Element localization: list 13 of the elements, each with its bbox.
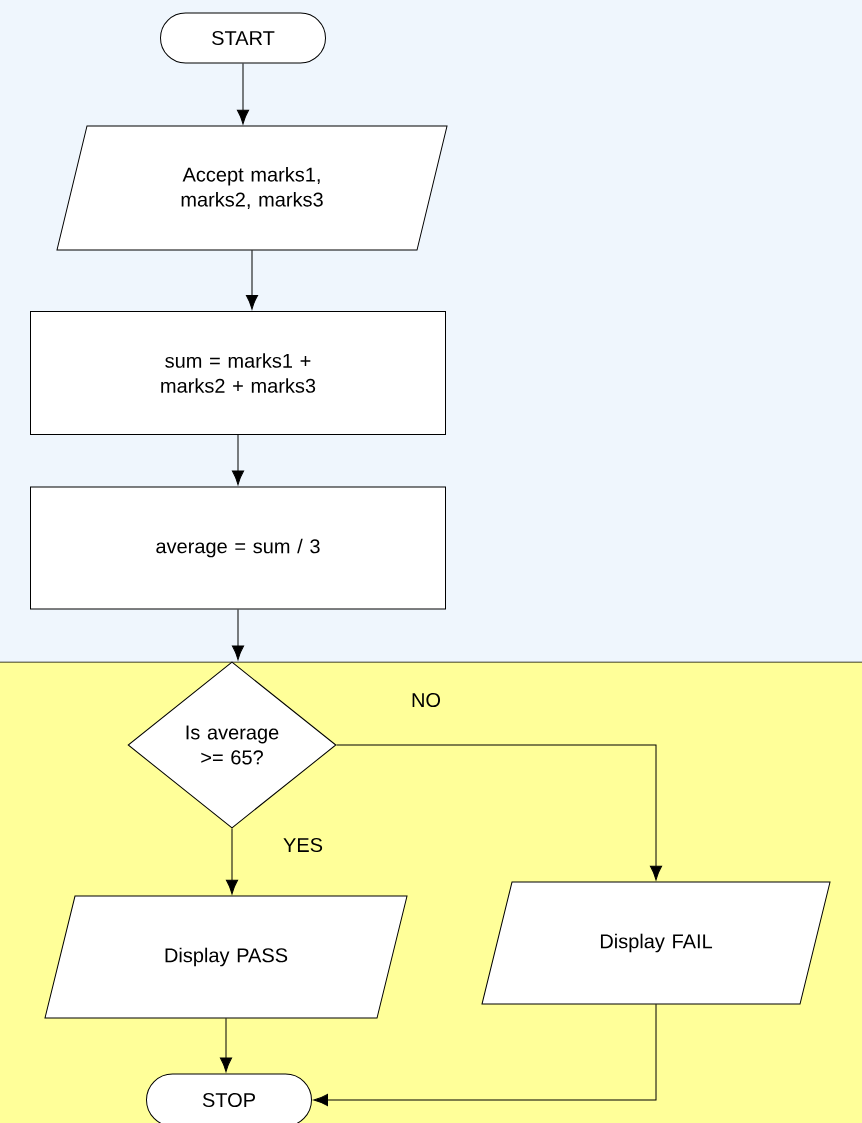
arrow [219,1017,233,1073]
process-box: sum = marks1 + marks2 + marks3 [30,311,446,435]
arrow [336,744,663,881]
arrow [236,63,250,125]
process-box: average = sum / 3 [30,486,446,610]
arrow [225,828,239,895]
arrow [313,1003,657,1107]
arrow [231,434,245,486]
io-parallelogram: Display FAIL [481,881,831,1005]
arrow [231,609,245,661]
arrow [245,249,259,310]
io-parallelogram: Display PASS [44,895,408,1019]
io-parallelogram: Accept marks1, marks2, marks3 [56,125,448,251]
